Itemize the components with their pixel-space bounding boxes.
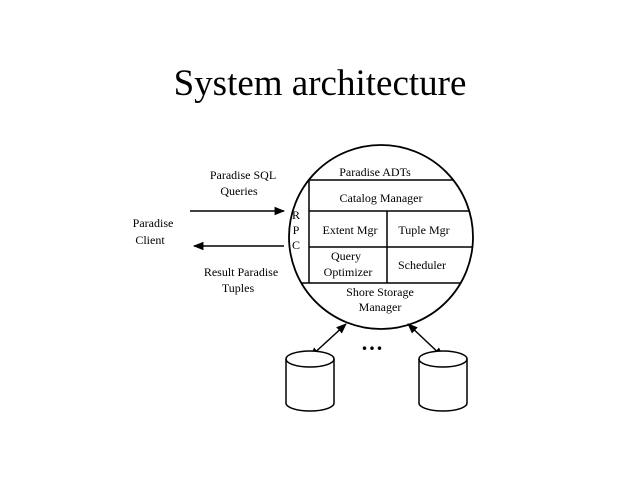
result-label-line2: Tuples [222,281,255,295]
client-label-line2: Client [135,233,165,247]
disk-icon-left [285,350,335,412]
query-optimizer-label-line1: Query [331,249,361,263]
scheduler-label: Scheduler [398,258,446,272]
adts-label: Paradise ADTs [339,165,411,179]
tuple-mgr-label: Tuple Mgr [398,223,449,237]
rpc-letter-c: C [292,238,300,252]
extent-mgr-label: Extent Mgr [323,223,378,237]
server-components [288,144,474,330]
ellipsis-label: ... [362,330,385,355]
storage-manager-label-line1: Shore Storage [346,285,414,299]
query-optimizer-label-line2: Optimizer [324,265,373,279]
storage-manager-label-line2: Manager [359,300,402,314]
client-label-line1: Paradise [133,216,174,230]
query-label-line1: Paradise SQL [210,168,276,182]
disk-icon-right [418,350,468,412]
rpc-letter-r: R [292,208,300,222]
rpc-letter-p: P [293,223,300,237]
server-circle [288,144,474,330]
result-label-line1: Result Paradise [204,265,278,279]
catalog-manager-label: Catalog Manager [340,191,423,205]
slide-title: System architecture [173,63,467,104]
query-label-line2: Queries [220,184,258,198]
